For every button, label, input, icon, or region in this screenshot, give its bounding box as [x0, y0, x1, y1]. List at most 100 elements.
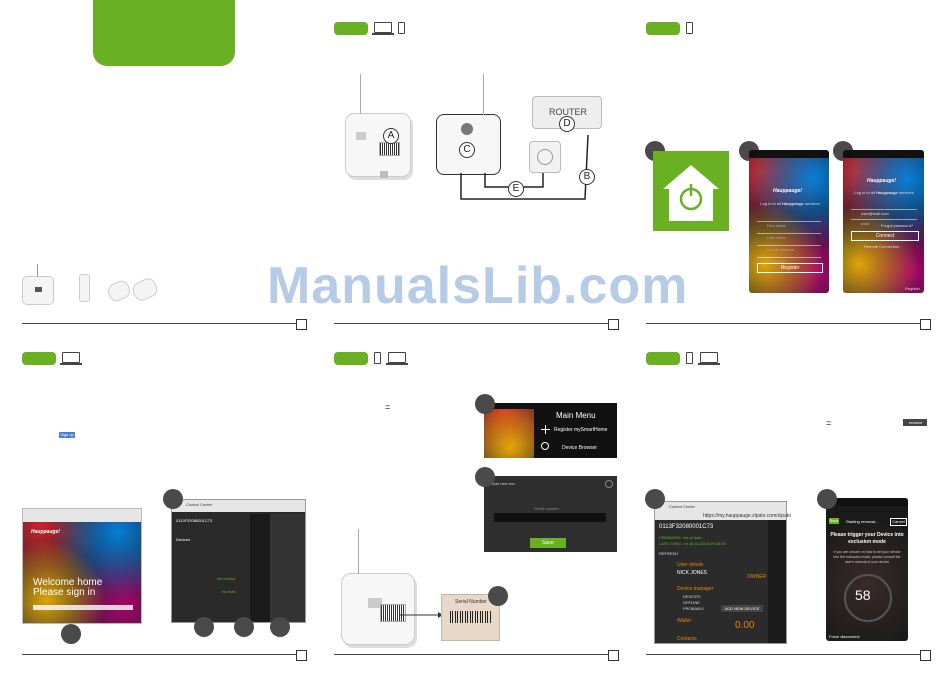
browser-tab-label[interactable]: Control Center: [669, 504, 696, 509]
watermark-text: ManualsLib.com: [267, 257, 689, 315]
label-b: B: [579, 169, 595, 185]
connect-button[interactable]: Connect: [851, 231, 919, 241]
corner-square: [920, 650, 931, 661]
browser-tab-label[interactable]: Control Center: [186, 502, 213, 507]
laptop-icon: [698, 352, 720, 365]
cc-owner-badge: OWNER: [747, 574, 767, 580]
dialog-title: Add new box: [492, 481, 516, 486]
phone-icon: [398, 22, 405, 34]
removal-body: If you are unsure on how to set your dev…: [833, 550, 901, 564]
save-button[interactable]: Save: [530, 538, 566, 548]
cc-contacts-title: Contacts: [677, 636, 697, 642]
login-screen: Hauppauge! Log in to all Hauppauge servi…: [843, 150, 924, 293]
login-text: Log in to all Hauppauge services: [854, 190, 914, 195]
corner-square: [296, 319, 307, 330]
divider: [22, 654, 297, 655]
step-bullet: [488, 586, 508, 606]
arrow-to-label: [400, 612, 443, 618]
serial-number-input[interactable]: [494, 513, 606, 522]
section-pill: [22, 352, 56, 365]
phone-icon: [686, 22, 693, 34]
removal-title: Starting removal...: [846, 519, 879, 524]
phone-icon: [686, 352, 693, 364]
step-bullet: [475, 394, 495, 414]
hub-device-a: [345, 74, 411, 178]
cc-devices-label: DEVICES: [683, 594, 701, 599]
add-box-dialog: Add new box Serial number Save: [484, 476, 617, 552]
divider: [334, 323, 609, 324]
first-name-field[interactable]: First name: [757, 214, 821, 228]
router-label: ROUTER: [549, 107, 587, 117]
cc-refresh[interactable]: REFRESH: [659, 551, 679, 556]
last-name-field[interactable]: Last name: [757, 226, 821, 240]
email-field[interactable]: E-mail address: [757, 238, 821, 252]
signup-button[interactable]: Sign up: [59, 432, 75, 438]
step-bullet: [61, 624, 81, 644]
label-e: E: [508, 181, 524, 197]
cc-firmware: FIRMWARE: out of date: [659, 535, 702, 540]
countdown-ring: [844, 574, 892, 622]
section-pill: [646, 352, 680, 365]
browser-welcome-screen: Hauppauge! Welcome home Please sign in: [22, 508, 142, 624]
cable-diagram: [460, 134, 589, 200]
login-email-field[interactable]: user@mail.com: [851, 202, 917, 216]
password-field[interactable]: Password: [757, 250, 821, 264]
dashboard-id: 0113F32080001C73: [176, 518, 213, 523]
section-pill: [334, 352, 368, 365]
login-password-field[interactable]: ••••••: [851, 212, 917, 226]
product-plug-thumbnail: [130, 275, 160, 304]
step-bullet: [163, 489, 183, 509]
cover-green-block: [93, 0, 235, 66]
label-d: D: [559, 116, 575, 132]
cancel-button[interactable]: Cancel: [890, 518, 907, 526]
back-button[interactable]: Back: [829, 518, 839, 524]
control-center-screen: Control Center https://my.hauppauge.zipa…: [654, 501, 791, 644]
step-bullet: [475, 467, 495, 487]
menu-item[interactable]: Device Browser: [562, 445, 598, 451]
divider: [646, 654, 921, 655]
step-bullet: [645, 489, 665, 509]
welcome-heading: Welcome home: [33, 577, 103, 588]
cc-id: 0113F32080001C73: [659, 524, 714, 530]
equals-sign: =: [385, 402, 391, 412]
phone-icon: [374, 352, 381, 364]
remote-connection-link[interactable]: Remote Connection: [864, 244, 900, 249]
dashboard-section-title: Devices: [176, 537, 191, 542]
browser-dashboard-screen: Control Center 0113F32080001C73 Devices …: [171, 499, 306, 623]
section-pill: [646, 22, 680, 35]
step-bullet: [817, 489, 837, 509]
serial-label-sticker: Serial Number: [441, 594, 500, 641]
serial-label-title: Serial Number: [455, 599, 487, 605]
browser-url[interactable]: https://my.hauppauge.zipato.com/zipato: [703, 513, 792, 519]
corner-square: [920, 319, 931, 330]
welcome-subheading: Please sign in: [33, 587, 96, 598]
cc-offline-label: OFFLINE: [683, 600, 700, 605]
divider: [22, 323, 297, 324]
remove-tag: remove: [903, 419, 927, 426]
add-new-device-button[interactable]: ADD NEW DEVICE: [721, 605, 763, 612]
hub-device: [341, 529, 415, 645]
register-link[interactable]: Register: [905, 286, 920, 291]
step-bullet: [270, 617, 290, 637]
product-plug-thumbnail: [105, 278, 133, 304]
serial-placeholder-label: Serial number: [534, 506, 559, 511]
register-button[interactable]: Register: [757, 263, 823, 273]
search-icon: [541, 442, 549, 450]
removal-screen: Back Starting removal... Cancel Please t…: [826, 498, 908, 641]
product-sensor-thumbnail: [79, 274, 90, 302]
brand-logo: Hauppauge!: [773, 188, 802, 194]
force-disconnect-link[interactable]: Force disconnect: [829, 634, 860, 639]
menu-item[interactable]: Register mySmartHome: [554, 427, 608, 433]
close-icon[interactable]: [605, 480, 613, 488]
app-home-icon[interactable]: [653, 151, 729, 231]
product-hub-thumbnail: [22, 264, 54, 305]
menu-title: Main Menu: [556, 411, 596, 420]
step-bullet: [194, 617, 214, 637]
cc-wallet-title: Wallet: [677, 618, 691, 624]
corner-square: [608, 650, 619, 661]
laptop-icon: [60, 352, 82, 365]
label-c: C: [459, 142, 475, 158]
equals-sign: =: [826, 418, 832, 428]
step-bullet: [234, 617, 254, 637]
forgot-password-link[interactable]: Forgot password?: [881, 223, 914, 228]
